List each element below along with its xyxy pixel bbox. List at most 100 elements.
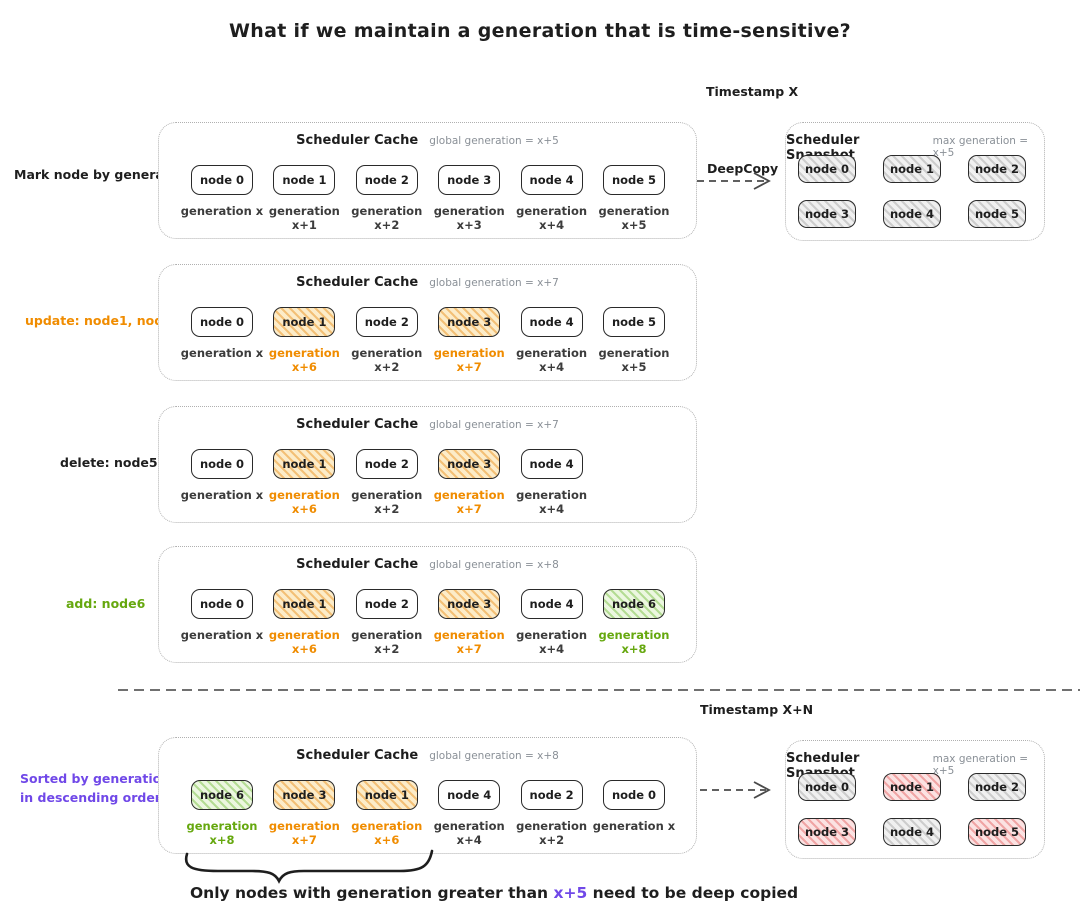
snapshot-node: node 3 [798, 200, 856, 228]
cache-node: node 3 [273, 780, 336, 810]
cache-node: node 0 [603, 780, 665, 810]
generation-label: generation x+8 [186, 819, 258, 847]
cache-node: node 3 [438, 165, 501, 195]
snapshot-box-subtitle: max generation = x+5 [932, 135, 1029, 159]
generation-label: generation x+5 [598, 204, 670, 232]
generation-label: generation x+2 [351, 488, 423, 516]
generation-label: generation x+6 [351, 819, 423, 847]
cache-box-header: Scheduler Cache global generation = x+8 [159, 557, 696, 572]
scheduler-cache-box-3: Scheduler Cache global generation = x+8 no… [158, 546, 697, 663]
cache-node: node 0 [191, 449, 253, 479]
footnote-post: need to be deep copied [587, 884, 799, 902]
cache-node: node 5 [603, 165, 665, 195]
cache-node: node 4 [520, 589, 583, 619]
cache-node: node 1 [273, 449, 336, 479]
deepcopy-arrow-label: DeepCopy [707, 161, 779, 176]
cache-box-subtitle: global generation = x+7 [429, 419, 559, 431]
generation-label: generation x+5 [598, 346, 670, 374]
generation-label: generation x+4 [516, 346, 588, 374]
row-label-4: Sorted by generation in descending order [20, 771, 171, 806]
snapshot-node: node 3 [798, 818, 856, 846]
generation-label: generation x+4 [516, 204, 588, 232]
scheduler-cache-box-0: Scheduler Cache global generation = x+5 no… [158, 122, 697, 239]
cache-box-subtitle: global generation = x+5 [429, 135, 559, 147]
cache-node: node 6 [603, 589, 665, 619]
generation-label: generation x+6 [268, 488, 340, 516]
cache-box-header: Scheduler Cache global generation = x+7 [159, 417, 696, 432]
generation-label: generation x [180, 346, 264, 360]
cache-box-subtitle: global generation = x+7 [429, 277, 559, 289]
cache-node: node 1 [273, 307, 336, 337]
cache-node: node 2 [355, 165, 418, 195]
snapshot-node: node 2 [968, 155, 1026, 183]
snapshot-node: node 0 [798, 773, 856, 801]
cache-node: node 2 [355, 307, 418, 337]
snapshot-node: node 4 [883, 818, 941, 846]
cache-box-title: Scheduler Cache [296, 275, 419, 290]
generation-label: generation x+6 [268, 628, 340, 656]
cache-box-title: Scheduler Cache [296, 748, 419, 763]
cache-box-subtitle: global generation = x+8 [429, 750, 559, 762]
scheduler-cache-box-2: Scheduler Cache global generation = x+7 no… [158, 406, 697, 523]
generation-label: generation x+6 [268, 346, 340, 374]
timestamp-top-label: Timestamp X [706, 84, 799, 99]
cache-node: node 2 [520, 780, 583, 810]
generation-label: generation x+2 [351, 628, 423, 656]
cache-node: node 4 [520, 449, 583, 479]
generation-label: generation x [592, 819, 676, 833]
cache-node: node 3 [438, 589, 501, 619]
scheduler-cache-box-1: Scheduler Cache global generation = x+7 no… [158, 264, 697, 381]
generation-label: generation x+7 [268, 819, 340, 847]
cache-node: node 2 [355, 449, 418, 479]
cache-box-title: Scheduler Cache [296, 557, 419, 572]
cache-node: node 4 [438, 780, 501, 810]
snapshot-node: node 5 [968, 200, 1026, 228]
generation-label: generation x [180, 204, 264, 218]
cache-box-header: Scheduler Cache global generation = x+8 [159, 748, 696, 763]
snapshot-node: node 2 [968, 773, 1026, 801]
generation-label: generation x+2 [516, 819, 588, 847]
row-label-3: add: node6 [66, 596, 146, 611]
snapshot-node: node 1 [883, 155, 941, 183]
cache-box-header: Scheduler Cache global generation = x+5 [159, 133, 696, 148]
cache-box-subtitle: global generation = x+8 [429, 559, 559, 571]
generation-label: generation x+7 [433, 488, 505, 516]
scheduler-cache-box-4: Scheduler Cache global generation = x+8 no… [158, 737, 697, 854]
scheduler-snapshot-box-0: Scheduler Snapshotmax generation = x+5no… [785, 122, 1045, 241]
footnote-pre: Only nodes with generation greater than [190, 884, 554, 902]
generation-label: generation x [180, 628, 264, 642]
cache-node: node 1 [355, 780, 418, 810]
cache-node: node 1 [273, 589, 336, 619]
cache-node: node 5 [603, 307, 665, 337]
snapshot-node: node 0 [798, 155, 856, 183]
cache-node: node 2 [355, 589, 418, 619]
snapshot-node: node 1 [883, 773, 941, 801]
footnote-text: Only nodes with generation greater than … [190, 884, 798, 902]
snapshot-box-subtitle: max generation = x+5 [932, 753, 1029, 777]
cache-node: node 0 [191, 307, 253, 337]
snapshot-node: node 4 [883, 200, 941, 228]
cache-node: node 6 [191, 780, 253, 810]
cache-node: node 4 [520, 307, 583, 337]
cache-box-title: Scheduler Cache [296, 417, 419, 432]
generation-label: generation x+4 [516, 488, 588, 516]
generation-label: generation x+4 [433, 819, 505, 847]
snapshot-node: node 5 [968, 818, 1026, 846]
cache-box-title: Scheduler Cache [296, 133, 419, 148]
snapshot-compare-arrow [700, 781, 771, 799]
generation-label: generation x+4 [516, 628, 588, 656]
generation-label: generation x+2 [351, 204, 423, 232]
scheduler-snapshot-box-1: Scheduler Snapshotmax generation = x+5no… [785, 740, 1045, 859]
generation-label: generation x+1 [268, 204, 340, 232]
generation-label: generation x [180, 488, 264, 502]
generation-label: generation x+2 [351, 346, 423, 374]
cache-node: node 3 [438, 449, 501, 479]
footnote-highlight: x+5 [553, 884, 588, 902]
generation-label: generation x+3 [433, 204, 505, 232]
row-label-2: delete: node5 [60, 455, 158, 470]
cache-node: node 0 [191, 589, 253, 619]
underbrace [184, 849, 434, 884]
page-title: What if we maintain a generation that is… [229, 20, 851, 42]
generation-label: generation x+8 [598, 628, 670, 656]
